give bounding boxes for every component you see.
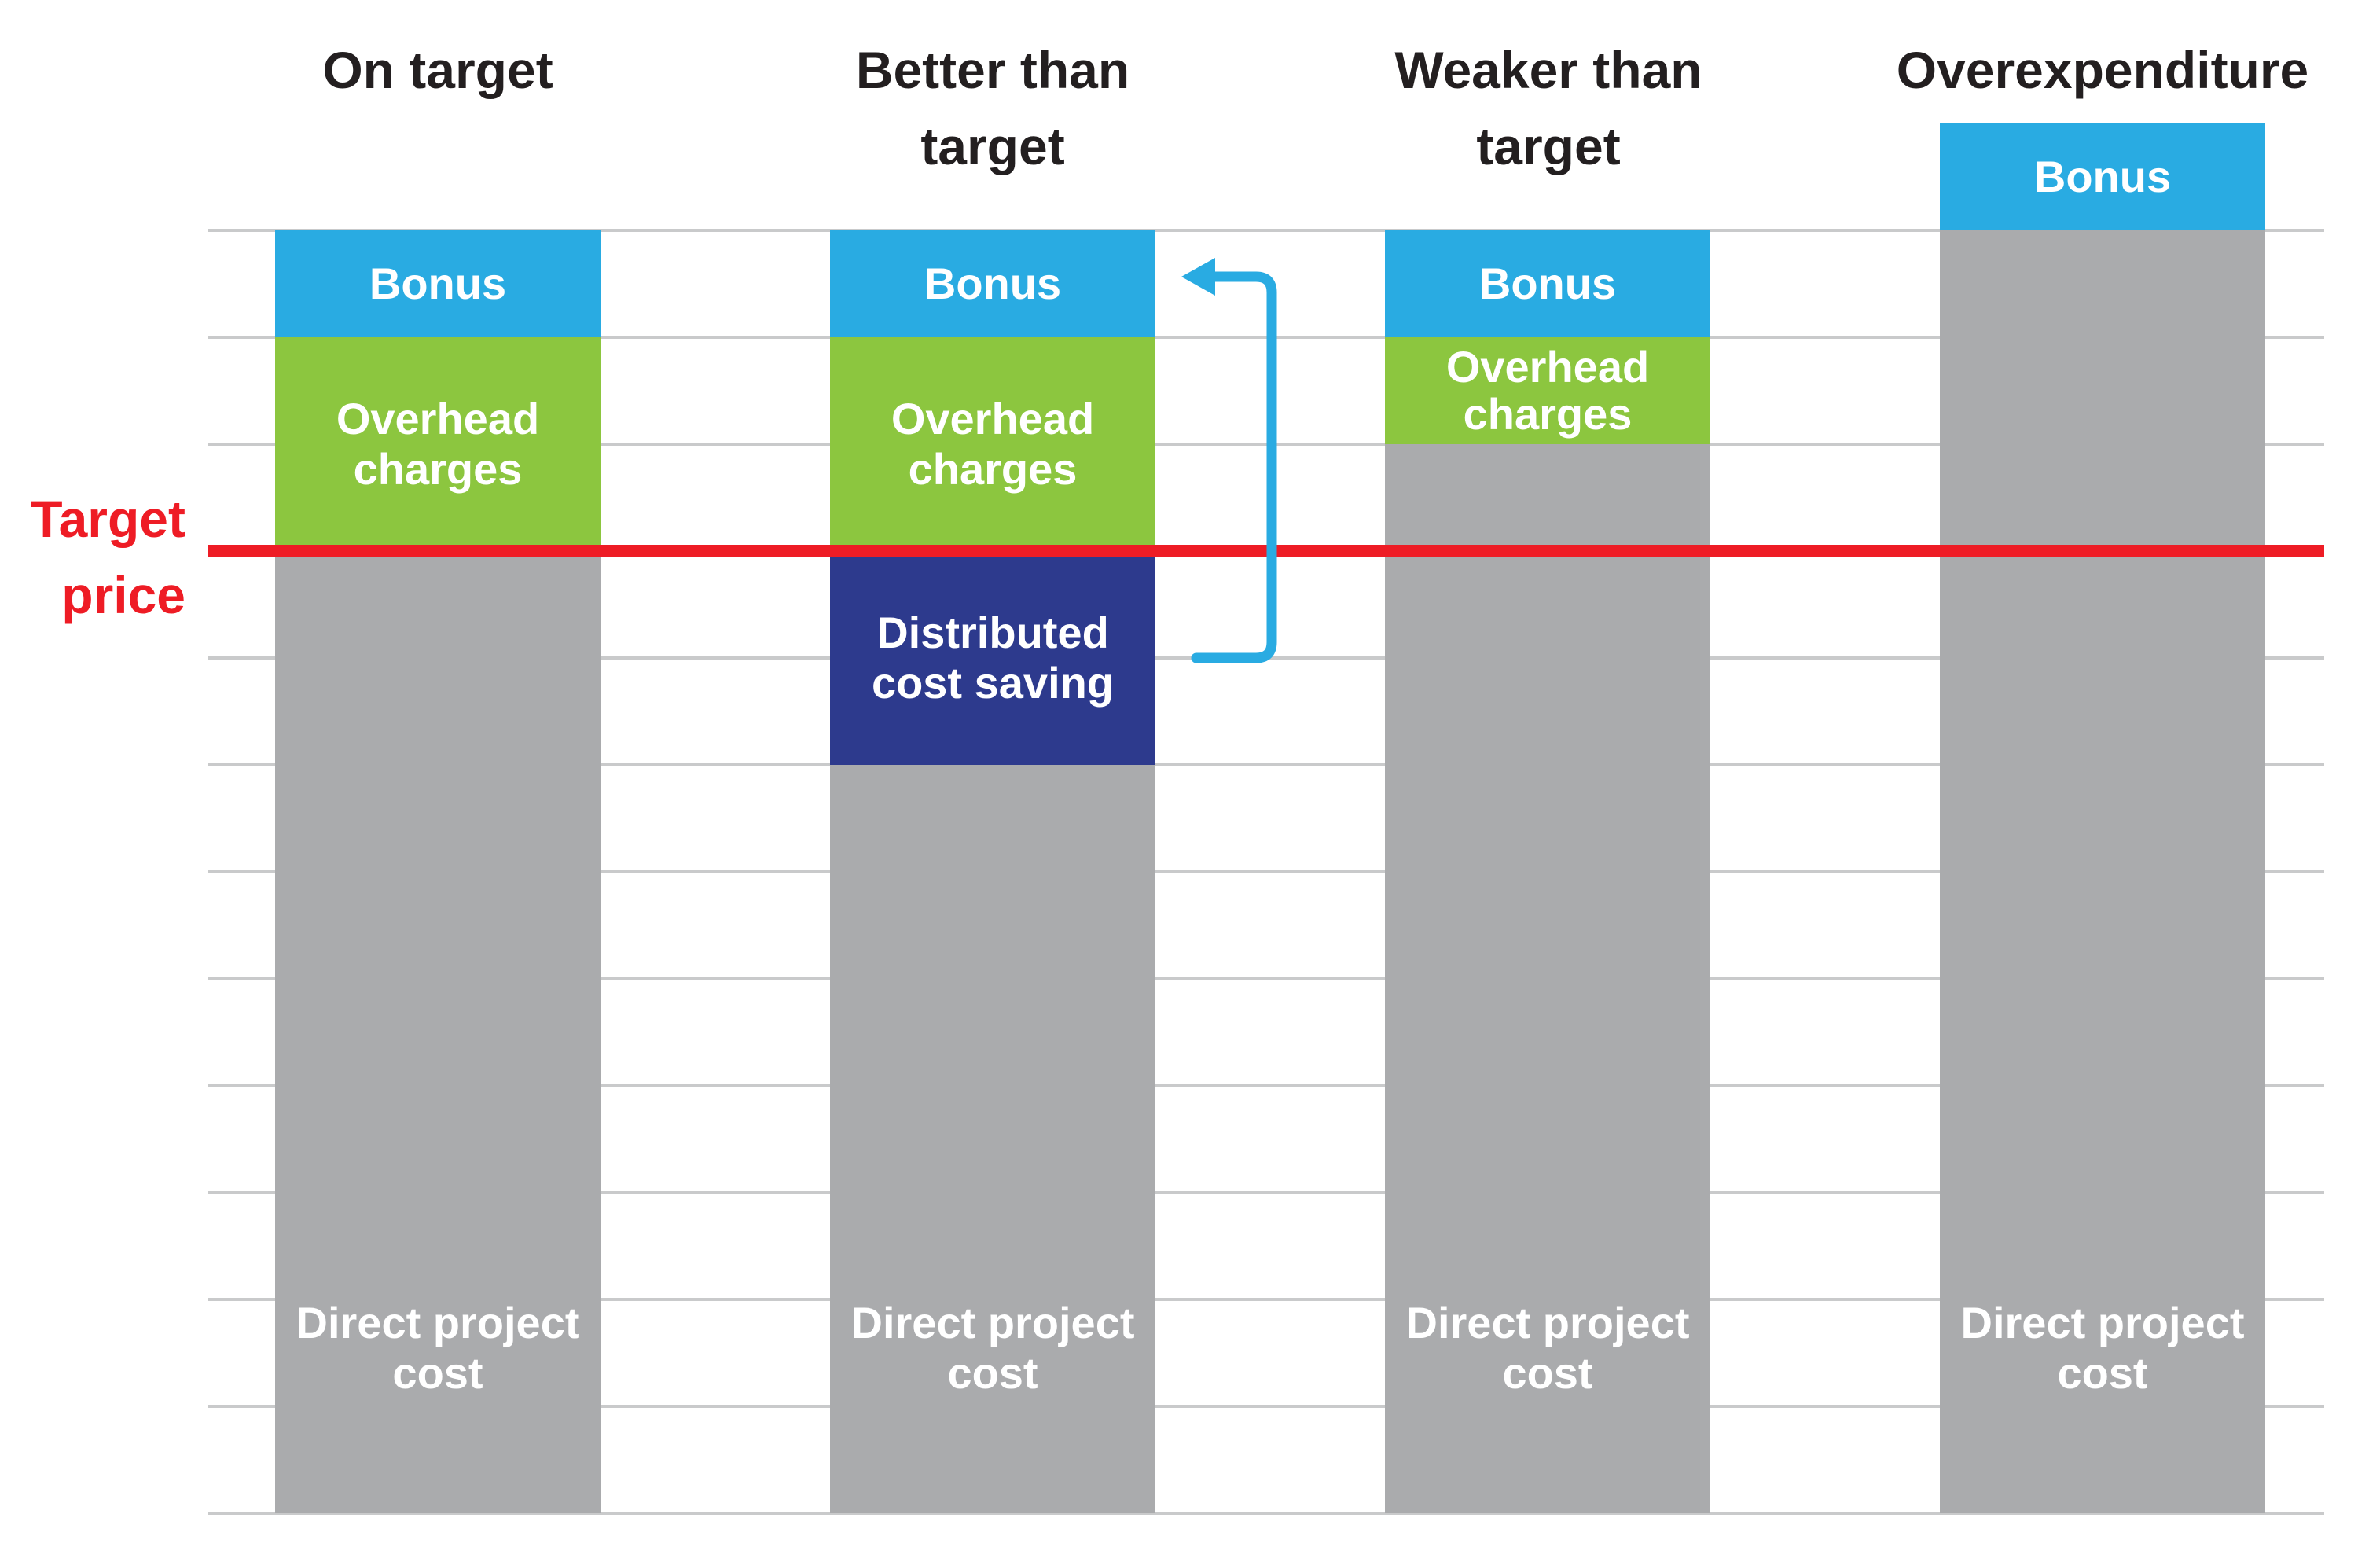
gridline xyxy=(208,763,2324,766)
target-price-line xyxy=(208,545,2324,557)
segment-label: Overhead charges xyxy=(1445,342,1650,439)
segment-direct-project-cost: Direct project cost xyxy=(830,765,1155,1513)
gridline xyxy=(208,1191,2324,1194)
segment-label: Direct project cost xyxy=(1960,1298,2245,1398)
gridline xyxy=(208,870,2324,873)
target-price-label: Target price xyxy=(0,481,185,634)
gridline xyxy=(208,1512,2324,1515)
redistribution-arrowhead-icon xyxy=(1181,258,1215,296)
column-header-on-target: On target xyxy=(322,41,553,99)
gridline xyxy=(208,336,2324,339)
segment-label: Bonus xyxy=(369,259,507,308)
segment-label: Bonus xyxy=(1478,259,1617,308)
segment-direct-project-cost: Direct project cost xyxy=(275,551,601,1513)
segment-overhead-charges: Overhead charges xyxy=(1385,337,1710,444)
redistribution-arrow-path xyxy=(1191,271,1277,663)
segment-overhead-charges: Overhead charges xyxy=(275,337,601,551)
segment-label: Overhead charges xyxy=(336,394,540,494)
column-header-better-than-target: Better than target xyxy=(855,41,1130,175)
segment-bonus: Bonus xyxy=(1940,123,2265,230)
gridline xyxy=(208,229,2324,232)
redistribution-arrow xyxy=(1181,258,1277,663)
segment-label: Bonus xyxy=(924,259,1062,308)
column-header-overexpenditure: Overexpenditure xyxy=(1896,41,2309,99)
segment-label: Bonus xyxy=(2033,152,2172,201)
gridline xyxy=(208,1298,2324,1301)
target-price-label-line1: Target xyxy=(31,490,185,548)
segment-label: Direct project cost xyxy=(850,1298,1135,1398)
segment-label: Direct project cost xyxy=(1405,1298,1690,1398)
segment-direct-project-cost: Direct project cost xyxy=(1940,230,2265,1513)
segment-label: Distributed cost saving xyxy=(871,608,1115,708)
segment-bonus: Bonus xyxy=(1385,230,1710,337)
segment-distributed-cost-saving: Distributed cost saving xyxy=(830,551,1155,765)
target-price-label-line2: price xyxy=(61,566,185,624)
segment-bonus: Bonus xyxy=(830,230,1155,337)
gridline xyxy=(208,1405,2324,1408)
gridline xyxy=(208,1084,2324,1087)
gridline xyxy=(208,977,2324,980)
segment-label: Overhead charges xyxy=(891,394,1095,494)
gridline xyxy=(208,443,2324,446)
segment-label: Direct project cost xyxy=(296,1298,580,1398)
segment-bonus: Bonus xyxy=(275,230,601,337)
column-header-weaker-than-target: Weaker than target xyxy=(1394,41,1702,175)
segment-direct-project-cost: Direct project cost xyxy=(1385,444,1710,1513)
segment-overhead-charges: Overhead charges xyxy=(830,337,1155,551)
